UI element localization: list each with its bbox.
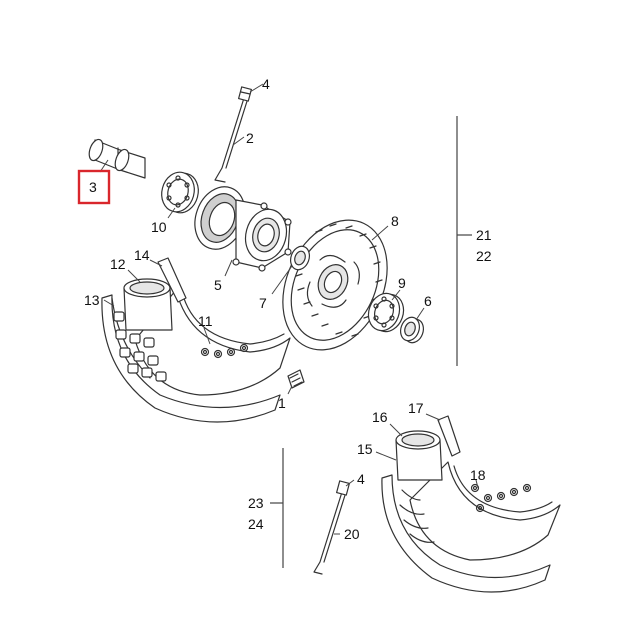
part-nipple-top[interactable]	[238, 86, 252, 102]
callout-13[interactable]: 13	[84, 292, 100, 308]
callout-24[interactable]: 24	[248, 516, 264, 532]
leader-lines	[99, 83, 479, 535]
part-front-tyre[interactable]	[101, 294, 281, 423]
callout-1[interactable]: 1	[278, 395, 286, 411]
callout-10[interactable]: 10	[151, 219, 167, 235]
callout-22[interactable]: 22	[476, 248, 492, 264]
part-rear-rim-strip[interactable]	[437, 415, 461, 457]
part-spoke-bottom[interactable]	[313, 491, 347, 575]
highlight-box	[77, 169, 111, 205]
part-axle-spacer[interactable]	[87, 138, 146, 179]
callout-2[interactable]: 2	[246, 130, 254, 146]
part-wheel-hub[interactable]	[187, 180, 293, 272]
part-bearing-left[interactable]	[157, 169, 202, 217]
callout-6[interactable]: 6	[424, 293, 432, 309]
callout-11[interactable]: 11	[198, 313, 213, 329]
callout-5[interactable]: 5	[214, 277, 222, 293]
callout-21[interactable]: 21	[476, 227, 492, 243]
part-bearing-right[interactable]	[363, 289, 408, 336]
callout-20[interactable]: 20	[344, 526, 360, 542]
callout-15[interactable]: 15	[357, 441, 373, 457]
part-spacer-right[interactable]	[397, 315, 426, 346]
callout-16[interactable]: 16	[372, 409, 388, 425]
part-front-tube[interactable]	[123, 278, 173, 331]
callout-23[interactable]: 23	[248, 495, 264, 511]
part-bolt[interactable]	[287, 369, 305, 389]
callout-7[interactable]: 7	[259, 295, 267, 311]
bracket-23-24	[270, 448, 284, 568]
callout-4-bottom[interactable]: 4	[357, 471, 365, 487]
part-nipple-bottom[interactable]	[336, 480, 350, 496]
callout-8[interactable]: 8	[391, 213, 399, 229]
part-spoke-top[interactable]	[214, 97, 249, 183]
callout-3[interactable]: 3	[89, 179, 97, 195]
callout-14[interactable]: 14	[134, 247, 150, 263]
part-rear-rim[interactable]	[409, 461, 561, 561]
callout-17[interactable]: 17	[408, 400, 424, 416]
callout-4-top[interactable]: 4	[262, 76, 270, 92]
part-rear-tube[interactable]	[395, 430, 443, 481]
callout-12[interactable]: 12	[110, 256, 126, 272]
callout-18[interactable]: 18	[470, 467, 486, 483]
part-disc-mount[interactable]	[287, 244, 312, 273]
part-front-rim[interactable]	[134, 289, 291, 396]
bracket-21-22	[456, 116, 472, 366]
part-rear-tyre[interactable]	[381, 474, 551, 593]
part-front-rim-strip[interactable]	[157, 257, 187, 303]
callout-9[interactable]: 9	[398, 275, 406, 291]
